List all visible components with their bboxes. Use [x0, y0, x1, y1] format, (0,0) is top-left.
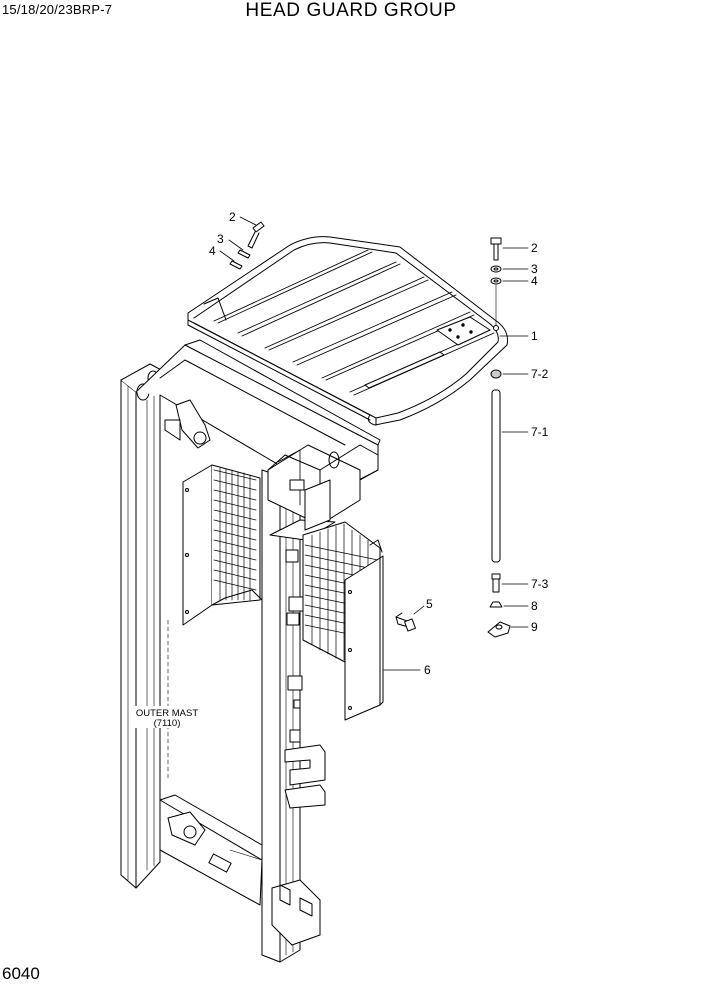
model-number: 15/18/20/23BRP-7 [2, 2, 113, 17]
callout-4-right: 4 [531, 274, 538, 288]
callout-1: 1 [531, 329, 538, 343]
callout-5: 5 [426, 597, 433, 611]
outer-mast-note: OUTER MAST (7110) [132, 706, 202, 729]
right-hardware [487, 237, 511, 638]
callout-7-3: 7-3 [531, 577, 549, 591]
callout-8: 8 [531, 599, 538, 613]
callout-7-2: 7-2 [531, 367, 549, 381]
callout-3-right: 3 [531, 262, 538, 276]
page-number: 6040 [2, 964, 40, 983]
callout-6: 6 [424, 663, 431, 677]
callout-2-right: 2 [531, 241, 538, 255]
callout-labels: 2 3 4 2 3 4 1 7-2 7-1 7-3 8 9 5 6 [209, 210, 549, 677]
callout-3-left: 3 [217, 232, 224, 246]
outer-mast-label: OUTER MAST [136, 708, 198, 719]
callout-7-1: 7-1 [531, 425, 549, 439]
head-guard [187, 236, 508, 426]
callout-2-left: 2 [229, 210, 236, 224]
leader-lines [219, 216, 529, 671]
bolt-item-5 [395, 612, 416, 632]
left-mesh-guard [182, 464, 263, 626]
outer-mast-ref: (7110) [154, 718, 181, 729]
callout-4-left: 4 [209, 244, 216, 258]
outer-mast [120, 339, 381, 963]
left-hardware [229, 221, 265, 270]
callout-9: 9 [531, 620, 538, 634]
page-title: HEAD GUARD GROUP [245, 0, 457, 21]
right-mesh-guard [302, 521, 384, 721]
